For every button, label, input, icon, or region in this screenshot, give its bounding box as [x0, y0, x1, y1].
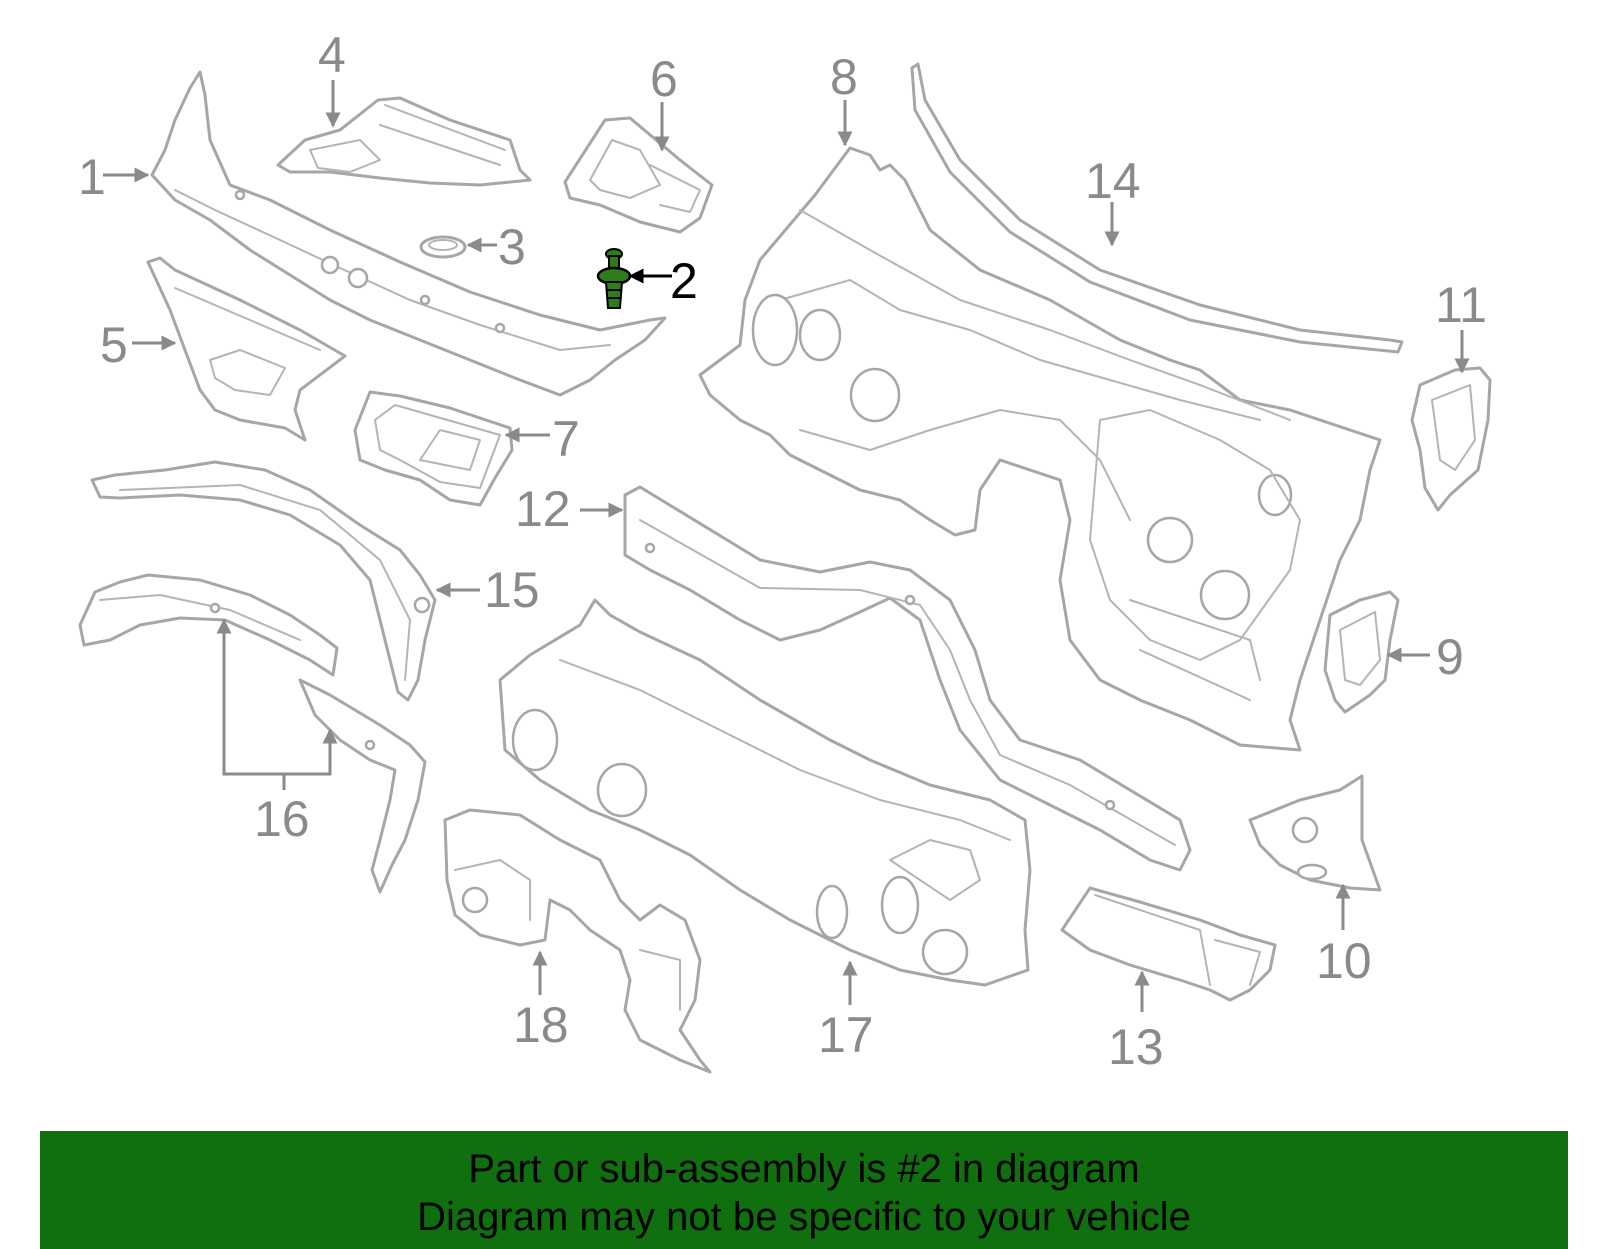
callout-15: 15 [484, 562, 540, 618]
part-15-side-frame [90, 460, 437, 702]
callout-8: 8 [830, 49, 858, 105]
callout-3: 3 [498, 219, 526, 275]
part-14-seal-strip [910, 62, 1404, 354]
info-banner: Part or sub-assembly is #2 in diagram Di… [40, 1131, 1568, 1249]
callout-2: 2 [670, 253, 698, 309]
part-13-bracket [1060, 886, 1277, 1002]
callout-5: 5 [100, 317, 128, 373]
callout-14: 14 [1085, 153, 1141, 209]
callout-18: 18 [513, 997, 569, 1053]
part-16-pillar-bracket [298, 678, 427, 894]
callout-6: 6 [650, 51, 678, 107]
part-6-bracket [563, 116, 714, 234]
part-7-seal-panel [353, 390, 514, 507]
part-5-side-panel [146, 256, 347, 442]
callout-13: 13 [1108, 1019, 1164, 1075]
part-17-firewall-insulator [498, 598, 1032, 987]
part-11-bracket [1410, 366, 1492, 512]
callout-12: 12 [515, 481, 571, 537]
callout-11: 11 [1435, 277, 1487, 333]
callout-17: 17 [818, 1007, 874, 1063]
part-9-bracket [1323, 590, 1400, 714]
parts-diagram: 1 2 3 4 5 6 7 8 9 10 11 12 13 14 15 16 1… [78, 27, 1492, 1075]
callout-numbers: 1 2 3 4 5 6 7 8 9 10 11 12 13 14 15 16 1… [78, 27, 1487, 1075]
part-2-clip [596, 248, 632, 309]
leader-16 [222, 625, 332, 776]
part-12-cross-member [623, 485, 1192, 872]
part-18-wheelhouse-insulator [443, 808, 712, 1074]
part-4-upper-cover [276, 96, 532, 187]
callout-7: 7 [552, 411, 580, 467]
part-16-lower-rail [78, 573, 339, 677]
callout-4: 4 [318, 27, 346, 83]
callout-10: 10 [1316, 933, 1372, 989]
part-3-grommet [419, 235, 467, 259]
part-8-dash-panel [698, 146, 1382, 752]
callout-16: 16 [254, 791, 310, 847]
banner-line-2: Diagram may not be specific to your vehi… [417, 1195, 1191, 1239]
part-10-corner-bracket [1248, 774, 1382, 892]
part-1-cowl-panel [150, 70, 667, 397]
leader-lines [103, 80, 1470, 1012]
callout-9: 9 [1436, 629, 1464, 685]
banner-line-1: Part or sub-assembly is #2 in diagram [468, 1147, 1140, 1191]
callout-1: 1 [78, 149, 106, 205]
